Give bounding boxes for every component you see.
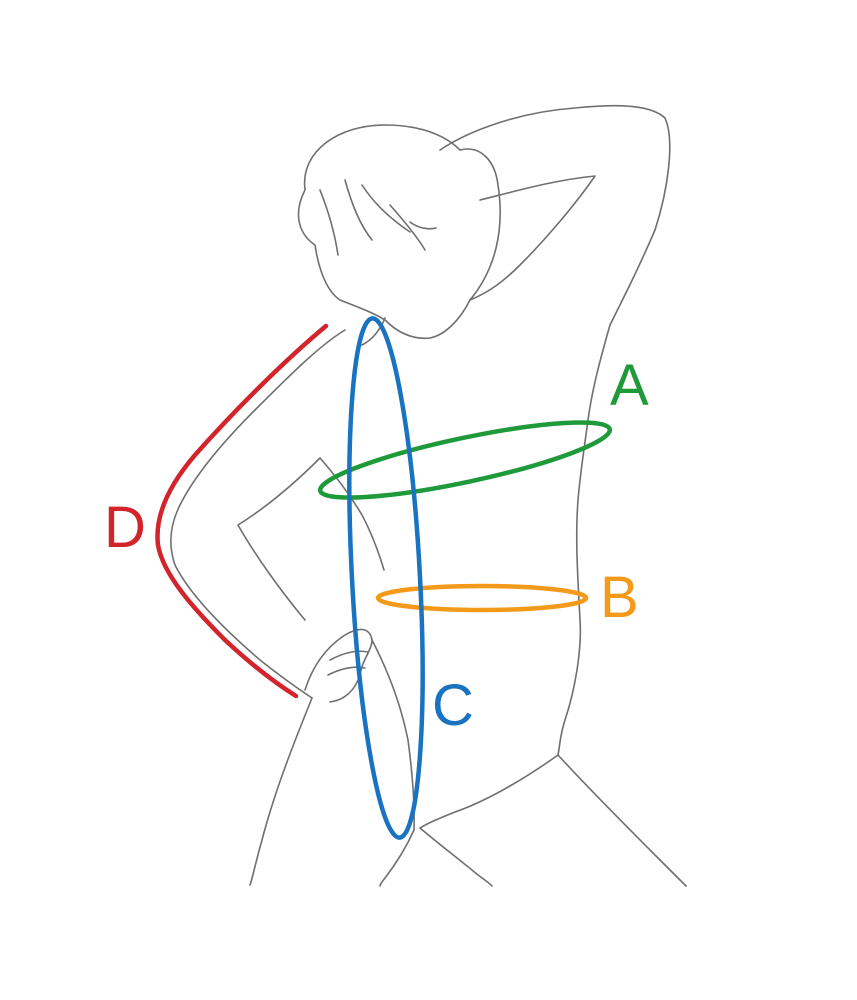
hand-finger (329, 650, 369, 661)
back-contour (557, 324, 611, 756)
raised-arm-outline (439, 104, 671, 326)
hair-strand (361, 184, 411, 233)
measure-line-d (155, 323, 329, 699)
measure-loop-c (347, 316, 425, 840)
leg-outline (379, 829, 415, 887)
torso-left-contour (319, 457, 385, 571)
neck-outline (361, 317, 386, 346)
label-b: B (600, 565, 639, 630)
hair-strand (319, 189, 339, 256)
measure-loop-a (317, 420, 613, 500)
hair-strand (344, 179, 373, 241)
raised-arm-inner (469, 175, 596, 301)
left-arm-inner (237, 457, 321, 621)
face-detail (409, 221, 437, 230)
head-outline (297, 124, 501, 340)
label-d: D (104, 495, 146, 560)
label-a: A (610, 353, 649, 418)
label-c: C (432, 673, 474, 738)
leg-outline (557, 754, 687, 887)
leg-outline (419, 827, 493, 887)
measurement-labels: A B C D (104, 353, 649, 738)
measure-loop-b (375, 583, 589, 613)
left-arm-outline (170, 329, 346, 699)
body-outline (170, 104, 687, 887)
hip-left-contour (249, 697, 313, 886)
hair-strand (389, 204, 426, 251)
hand-finger (327, 666, 366, 676)
hip-line (419, 754, 559, 829)
measurement-lines (155, 316, 613, 840)
